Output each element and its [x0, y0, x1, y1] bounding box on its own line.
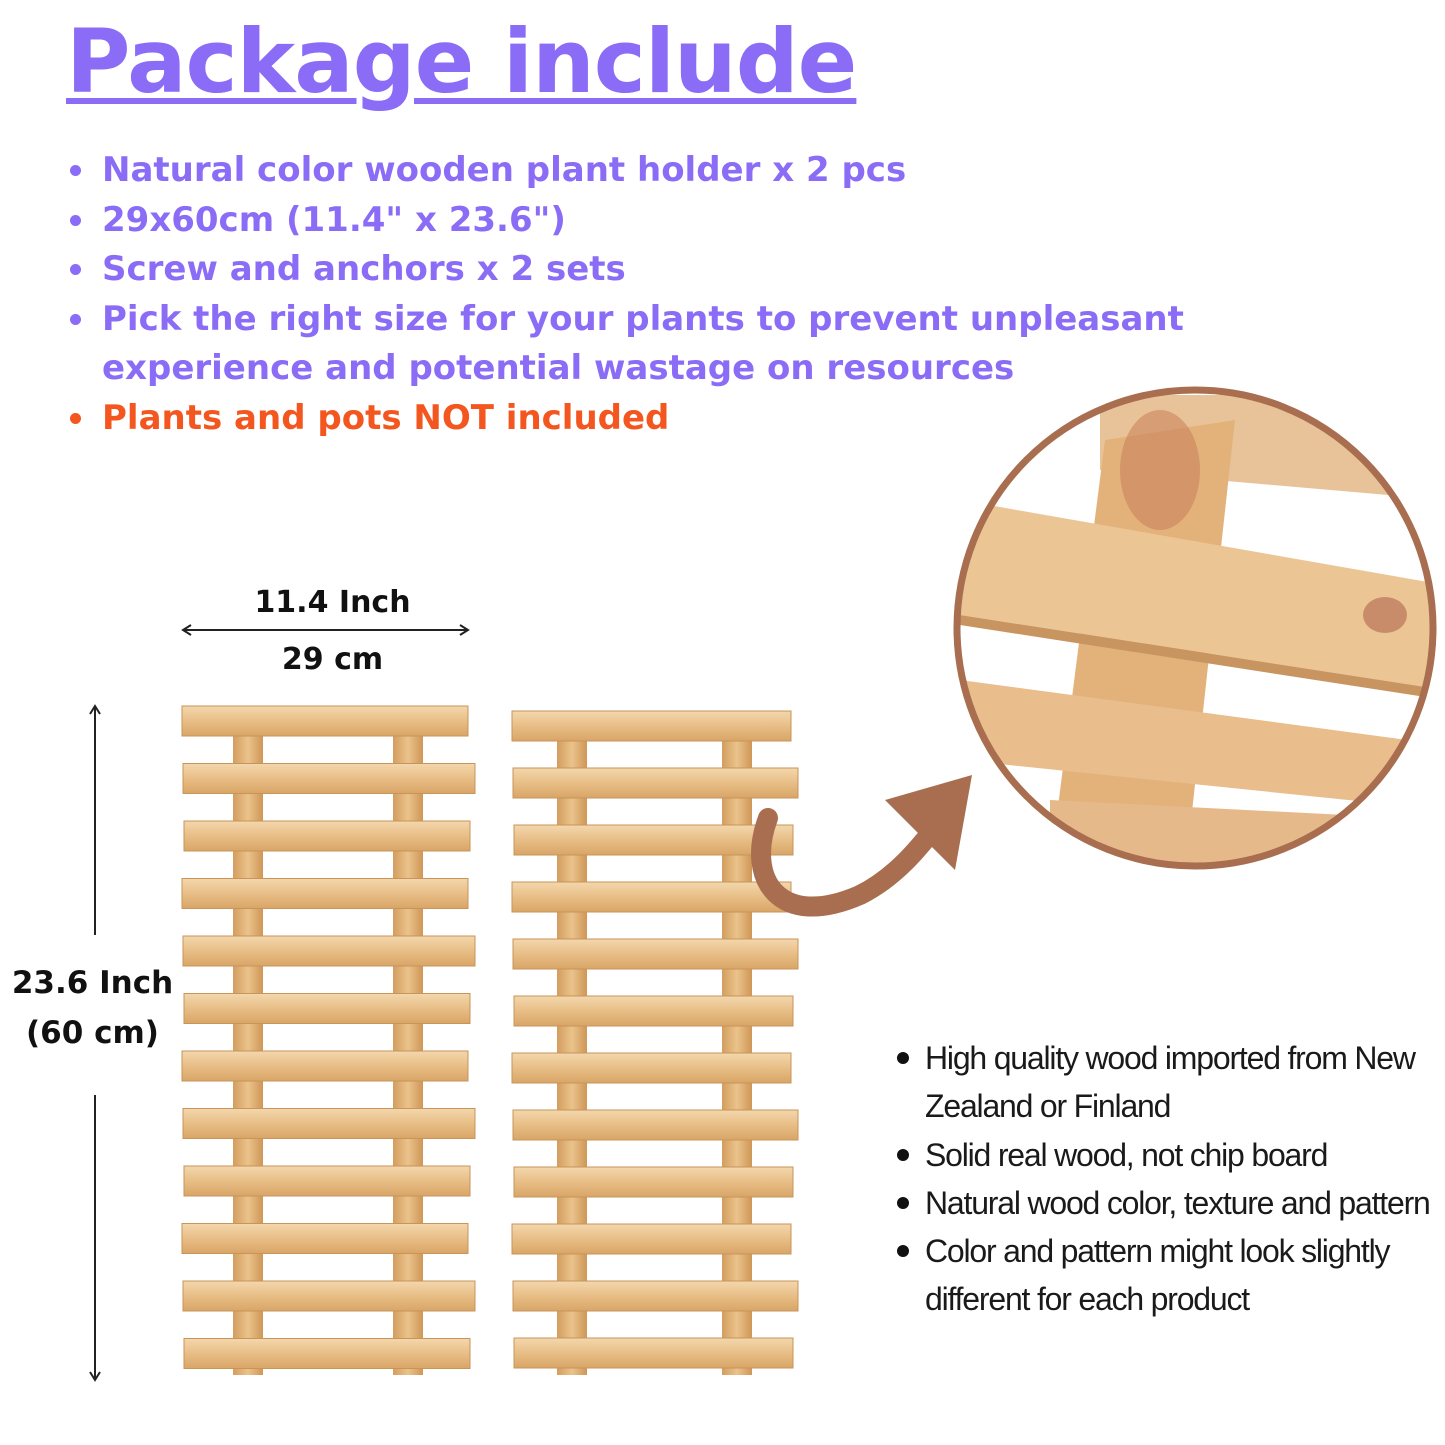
wood-slat — [181, 1050, 469, 1082]
wood-rack-right — [511, 710, 799, 1375]
wood-slat — [513, 1337, 794, 1369]
bullet-dot-icon — [70, 165, 81, 176]
feature-list: High quality wood imported from New Zeal… — [895, 1034, 1435, 1324]
list-item: 29x60cm (11.4" x 23.6") — [70, 196, 1270, 246]
list-item: Natural wood color, texture and pattern — [895, 1179, 1435, 1227]
list-item-warning: Plants and pots NOT included — [70, 394, 1270, 444]
wood-slat — [513, 995, 794, 1027]
wood-slat — [511, 710, 792, 742]
bullet-dot-icon — [70, 214, 81, 226]
wood-slat — [511, 881, 792, 913]
wood-slat — [512, 1280, 799, 1312]
magnifier-circle-icon — [953, 386, 1437, 870]
wood-slat — [513, 824, 794, 856]
wood-slat — [181, 878, 469, 909]
list-item-text: Plants and pots NOT included — [102, 397, 670, 438]
wood-slat — [513, 1166, 794, 1198]
page-title: Package include — [66, 10, 857, 113]
list-item-text: Natural color wooden plant holder x 2 pc… — [102, 150, 907, 190]
list-item-text: Screw and anchors x 2 sets — [102, 249, 626, 289]
bullet-dot-icon — [897, 1245, 909, 1258]
wood-slat — [512, 1109, 799, 1141]
list-item: Color and pattern might look slightly di… — [895, 1227, 1435, 1324]
list-item: High quality wood imported from New Zeal… — [895, 1034, 1435, 1131]
package-list: Natural color wooden plant holder x 2 pc… — [70, 146, 1270, 443]
height-inch-label: 23.6 Inch — [11, 965, 174, 1001]
list-item-text: Color and pattern might look slightly di… — [925, 1233, 1391, 1318]
wood-slat — [511, 1223, 792, 1255]
double-arrow-horizontal-icon — [181, 624, 470, 636]
bullet-dot-icon — [897, 1148, 909, 1161]
wood-rack-left — [181, 705, 476, 1375]
wood-slat — [511, 1052, 792, 1084]
list-item-text: Natural wood color, texture and pattern — [925, 1184, 1431, 1221]
list-item: Natural color wooden plant holder x 2 pc… — [70, 146, 1270, 196]
width-cm-label: 29 cm — [281, 642, 384, 677]
double-arrow-vertical-icon — [89, 704, 101, 1382]
wood-slat — [183, 1165, 471, 1197]
wood-slat — [182, 763, 476, 794]
bullet-dot-icon — [897, 1196, 909, 1209]
list-item-text: 29x60cm (11.4" x 23.6") — [102, 199, 566, 240]
bullet-dot-icon — [897, 1052, 909, 1064]
wood-slat — [183, 820, 471, 852]
wood-slat — [182, 935, 476, 967]
list-item: Pick the right size for your plants to p… — [70, 295, 1270, 394]
bullet-dot-icon — [70, 264, 81, 275]
curved-arrow-icon — [751, 775, 972, 917]
wood-slat — [512, 767, 799, 799]
width-inch-label: 11.4 Inch — [254, 585, 411, 620]
height-cm-label: (60 cm) — [26, 1015, 159, 1051]
wood-slat — [183, 1338, 471, 1369]
list-item-text: High quality wood imported from New Zeal… — [925, 1040, 1416, 1125]
wood-slat — [512, 938, 799, 970]
list-item-text: Pick the right size for your plants to p… — [102, 298, 1184, 389]
wood-slat — [181, 1223, 469, 1254]
bullet-dot-icon — [70, 313, 81, 325]
list-item: Screw and anchors x 2 sets — [70, 245, 1270, 295]
wood-slat — [182, 1108, 476, 1139]
wood-slat — [181, 705, 469, 737]
wood-slat — [183, 993, 471, 1024]
wood-slat — [182, 1280, 476, 1312]
bullet-dot-icon — [70, 412, 81, 424]
list-item-text: Solid real wood, not chip board — [925, 1136, 1328, 1173]
list-item: Solid real wood, not chip board — [895, 1131, 1435, 1179]
